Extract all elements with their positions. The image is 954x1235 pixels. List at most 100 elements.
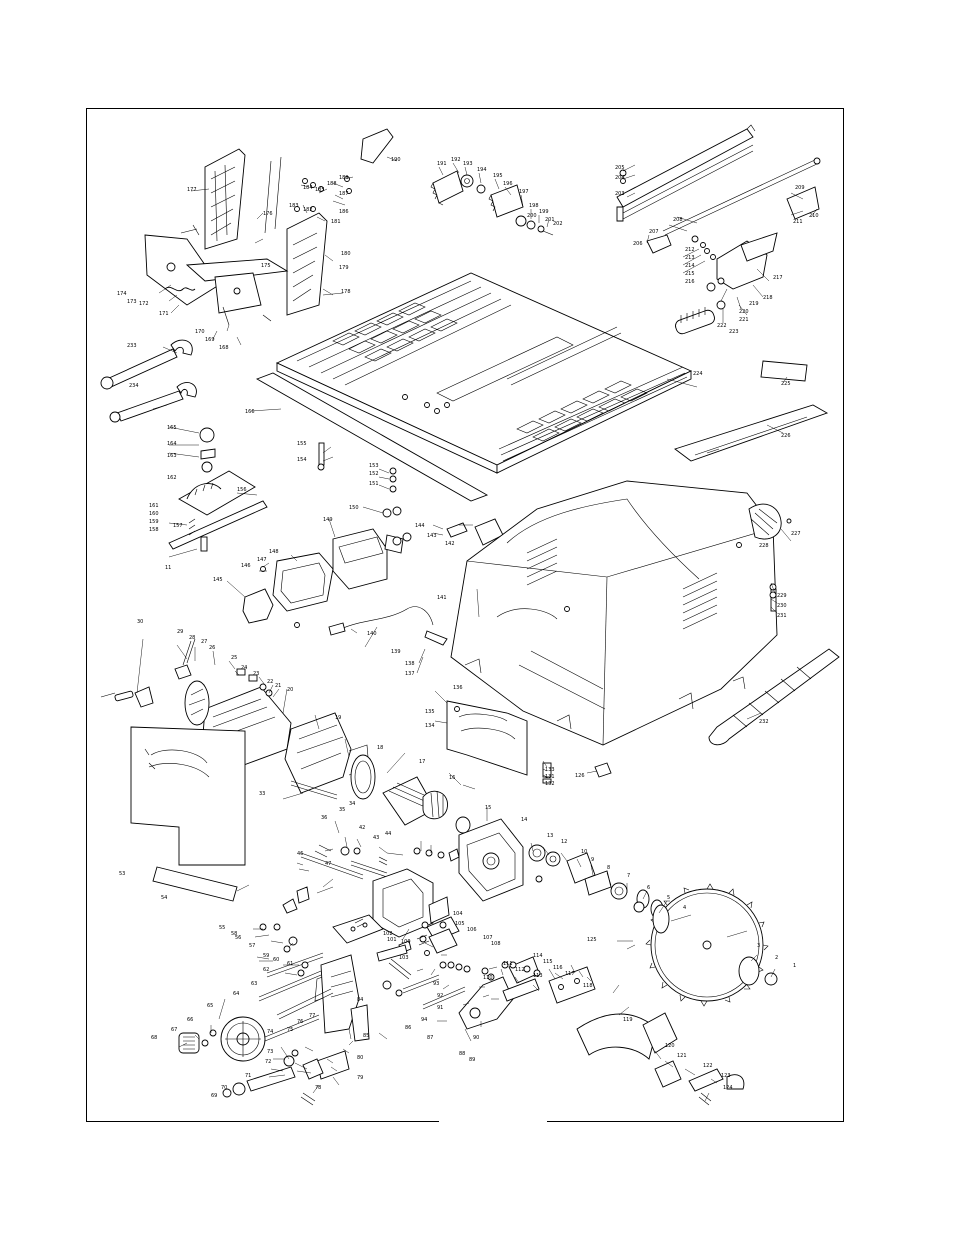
callout-69: 69 — [211, 1093, 217, 1099]
callout-228: 228 — [759, 543, 769, 549]
callout-182: 182 — [303, 207, 313, 213]
callout-212: 212 — [685, 247, 695, 253]
callout-203: 203 — [615, 191, 625, 197]
callout-202: 202 — [553, 221, 563, 227]
callout-206: 206 — [633, 241, 643, 247]
callout-226: 226 — [781, 433, 791, 439]
callout-123: 123 — [721, 1073, 731, 1079]
callout-231: 231 — [777, 613, 787, 619]
callout-146: 146 — [241, 563, 251, 569]
callout-219: 219 — [749, 301, 759, 307]
arbor-gears — [528, 844, 664, 919]
callout-59: 59 — [263, 953, 269, 959]
guard-support-arm — [144, 156, 289, 314]
callout-199: 199 — [539, 209, 549, 215]
callout-165: 165 — [167, 425, 177, 431]
rip-fence-rail — [616, 124, 756, 222]
callout-47: 47 — [325, 861, 331, 867]
callout-113: 113 — [533, 973, 543, 979]
callout-100: 100 — [401, 939, 411, 945]
callout-103: 103 — [399, 955, 409, 961]
callout-27: 27 — [201, 639, 207, 645]
callout-135: 135 — [425, 709, 435, 715]
blade-guard-right — [286, 212, 328, 316]
callout-141: 141 — [437, 595, 447, 601]
callout-134: 134 — [425, 723, 435, 729]
callout-163: 163 — [167, 453, 177, 459]
callout-35: 35 — [339, 807, 345, 813]
callout-195: 195 — [493, 173, 503, 179]
callout-1: 1 — [793, 963, 796, 969]
callout-14: 14 — [521, 817, 527, 823]
anti-kickback-assembly — [430, 170, 554, 236]
callout-166: 166 — [245, 409, 255, 415]
callout-205: 205 — [615, 165, 625, 171]
table-bolts — [317, 442, 397, 493]
handwheel — [178, 1014, 320, 1062]
callout-91: 91 — [437, 1005, 443, 1011]
switch-box — [332, 528, 404, 590]
callout-84: 84 — [357, 997, 363, 1003]
callout-139: 139 — [391, 649, 401, 655]
callout-44: 44 — [385, 831, 391, 837]
tilt-bracket — [320, 954, 370, 1042]
base-bolts — [594, 583, 777, 778]
callout-157: 157 — [173, 523, 183, 529]
callout-56: 56 — [235, 935, 241, 941]
motor-end-cap — [350, 754, 376, 800]
callout-60: 60 — [273, 957, 279, 963]
callout-58: 58 — [231, 931, 237, 937]
callout-5: 5 — [667, 895, 670, 901]
callout-72: 72 — [265, 1059, 271, 1065]
callout-106: 106 — [467, 927, 477, 933]
callout-13: 13 — [547, 833, 553, 839]
blade-guard-cover — [576, 1012, 678, 1060]
callout-147: 147 — [257, 557, 267, 563]
callout-88: 88 — [459, 1051, 465, 1057]
callout-4: 4 — [683, 905, 686, 911]
callout-20: 20 — [287, 687, 293, 693]
callout-122: 122 — [703, 1063, 713, 1069]
callout-93: 93 — [433, 981, 439, 987]
callout-179: 179 — [339, 265, 349, 271]
callout-230: 230 — [777, 603, 787, 609]
callout-46: 46 — [297, 851, 303, 857]
callout-168: 168 — [219, 345, 229, 351]
callout-53: 53 — [119, 871, 125, 877]
power-cord — [328, 606, 448, 646]
rip-fence-rod — [662, 157, 821, 236]
callout-3: 3 — [757, 943, 760, 949]
callout-197: 197 — [519, 189, 529, 195]
callout-17: 17 — [419, 759, 425, 765]
callout-153: 153 — [369, 463, 379, 469]
callout-105: 105 — [455, 921, 465, 927]
brush-assembly — [100, 638, 273, 708]
gear-box — [458, 818, 524, 902]
callout-176: 176 — [263, 211, 273, 217]
callout-201: 201 — [545, 217, 555, 223]
guard-hardware — [164, 176, 352, 326]
callout-86: 86 — [405, 1025, 411, 1031]
callout-133: 133 — [545, 767, 555, 773]
callout-227: 227 — [791, 531, 801, 537]
callout-70: 70 — [221, 1085, 227, 1091]
callout-208: 208 — [673, 217, 683, 223]
callout-66: 66 — [187, 1017, 193, 1023]
callout-15: 15 — [485, 805, 491, 811]
motor-stator — [284, 712, 370, 794]
callout-232: 232 — [759, 719, 769, 725]
callout-132: 132 — [545, 781, 555, 787]
callout-43: 43 — [373, 835, 379, 841]
callout-198: 198 — [529, 203, 539, 209]
callout-187: 187 — [339, 191, 349, 197]
callout-21: 21 — [275, 683, 281, 689]
callout-229: 229 — [777, 593, 787, 599]
blade-flanges — [633, 901, 778, 986]
callout-112: 112 — [515, 967, 525, 973]
callout-54: 54 — [161, 895, 167, 901]
callout-152: 152 — [369, 471, 379, 477]
callout-23: 23 — [253, 671, 259, 677]
callout-62: 62 — [263, 967, 269, 973]
cord-clamp — [382, 506, 504, 546]
callout-94: 94 — [421, 1017, 427, 1023]
